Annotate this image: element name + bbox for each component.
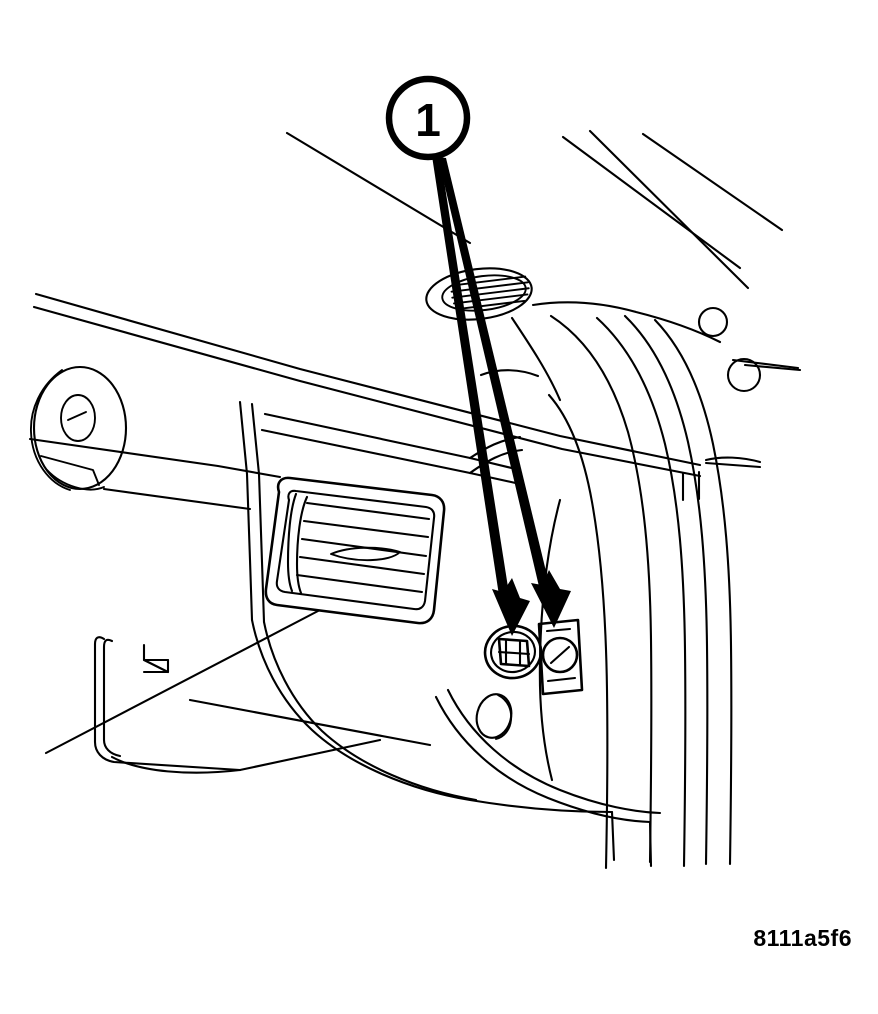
switch-cluster bbox=[475, 618, 584, 740]
instrument-panel-face-seams bbox=[28, 400, 524, 624]
round-knob-switch[interactable] bbox=[537, 618, 584, 696]
arrowhead-right bbox=[531, 570, 571, 628]
callout-number: 1 bbox=[415, 94, 441, 146]
callout-circle bbox=[385, 75, 471, 161]
pillar-base-bracket bbox=[681, 456, 762, 502]
a-pillar-trim bbox=[479, 301, 802, 870]
arrowhead-left bbox=[492, 578, 530, 636]
instrument-panel-top-edge bbox=[32, 131, 702, 478]
instrument-panel-lower-contour bbox=[250, 498, 662, 868]
callout-1[interactable]: 1 bbox=[385, 75, 471, 161]
figure-id-label: 8111a5f6 bbox=[753, 925, 852, 951]
leader-shaft-left bbox=[432, 155, 510, 602]
speaker-grille bbox=[30, 365, 128, 491]
lower-left-bracket bbox=[44, 609, 432, 774]
oval-grommet bbox=[475, 693, 513, 740]
windshield-diagonal-lines bbox=[561, 129, 784, 290]
callout-1-leaders bbox=[432, 155, 571, 636]
hvac-vent bbox=[264, 476, 446, 625]
leader-shaft-right bbox=[438, 157, 551, 595]
